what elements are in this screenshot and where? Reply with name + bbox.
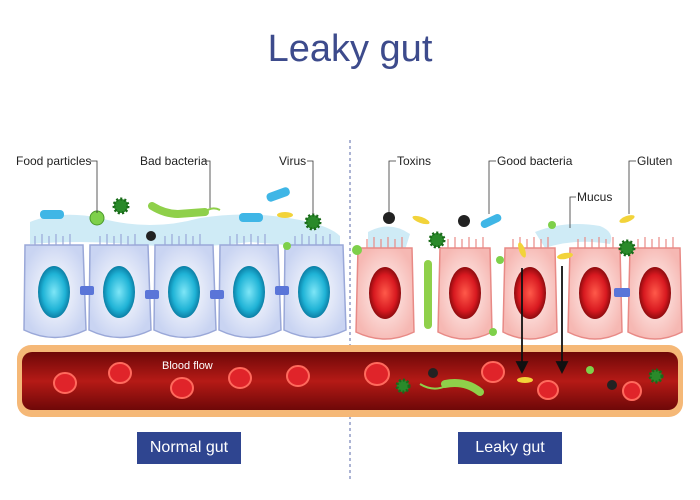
label-toxins: Toxins bbox=[397, 154, 432, 168]
label-gluten: Gluten bbox=[637, 154, 673, 168]
label-mucus: Mucus bbox=[577, 190, 613, 204]
label-food-particles: Food particles bbox=[16, 154, 92, 168]
leak-arrows bbox=[515, 266, 569, 375]
epithelial-cell bbox=[88, 244, 152, 339]
epithelial-cell bbox=[627, 247, 683, 340]
epithelial-cell bbox=[502, 247, 558, 340]
red-blood-cell bbox=[364, 362, 390, 386]
epithelial-cell bbox=[567, 247, 623, 340]
caption-normal-gut: Normal gut bbox=[137, 432, 241, 464]
leader-gluten bbox=[628, 160, 636, 214]
tight-junction bbox=[275, 286, 289, 295]
epithelial-cell bbox=[437, 247, 493, 340]
epithelial-cell bbox=[355, 247, 415, 340]
red-blood-cell bbox=[622, 381, 642, 401]
good-bacteria-icon bbox=[480, 214, 502, 228]
bacteria-icon bbox=[441, 379, 484, 396]
leader-food-particles bbox=[90, 160, 98, 213]
leader-virus bbox=[307, 160, 314, 214]
label-good-bacteria: Good bacteria bbox=[497, 154, 573, 168]
virus-icon bbox=[395, 378, 411, 394]
food-particle-icon bbox=[266, 187, 290, 202]
virus-icon bbox=[648, 368, 664, 384]
tight-junctions-normal bbox=[80, 286, 289, 299]
diagram-title: Leaky gut bbox=[267, 28, 433, 70]
microvilli-normal bbox=[34, 234, 331, 245]
red-blood-cell bbox=[481, 361, 505, 383]
red-blood-cell bbox=[170, 377, 194, 399]
toxin-icon bbox=[428, 368, 438, 378]
leader-mucus bbox=[569, 196, 576, 228]
gluten-icon bbox=[412, 215, 430, 225]
red-blood-cells-normal bbox=[53, 362, 310, 399]
leaky-gut-epithelium bbox=[352, 212, 683, 375]
food-particle-icon bbox=[548, 221, 556, 229]
leader-good-bacteria bbox=[488, 160, 496, 214]
food-particle-icon bbox=[89, 210, 105, 226]
toxin-icon bbox=[383, 212, 395, 224]
red-blood-cell bbox=[53, 372, 77, 394]
bacteria-icon bbox=[148, 202, 209, 219]
virus-icon bbox=[304, 213, 322, 231]
normal-gut-epithelium bbox=[23, 187, 347, 339]
food-particle-icon bbox=[586, 366, 594, 374]
food-particle-icon bbox=[40, 210, 64, 219]
toxin-icon bbox=[458, 215, 470, 227]
vessel-pathogens bbox=[395, 366, 664, 396]
food-particle-icon bbox=[489, 328, 497, 336]
gluten-icon bbox=[277, 212, 293, 218]
epithelial-cell bbox=[23, 244, 87, 339]
virus-icon bbox=[618, 239, 636, 257]
arrow-head-icon bbox=[515, 361, 529, 375]
gluten-icon bbox=[517, 377, 533, 383]
normal-cells bbox=[23, 244, 347, 339]
tight-junction bbox=[614, 288, 630, 297]
gluten-icon bbox=[619, 215, 635, 223]
red-blood-cell bbox=[228, 367, 252, 389]
epithelial-cell bbox=[283, 244, 347, 339]
epithelial-cell bbox=[218, 244, 282, 339]
food-particle-icon bbox=[239, 213, 263, 222]
toxin-icon bbox=[607, 380, 617, 390]
mucus-layer-leaky bbox=[368, 226, 410, 250]
label-blood-flow: Blood flow bbox=[162, 360, 213, 372]
virus-icon bbox=[428, 231, 446, 249]
gluten-icon bbox=[557, 252, 573, 260]
microvilli-leaky bbox=[366, 237, 674, 248]
bacteria-icon bbox=[419, 383, 447, 390]
arrow-head-icon bbox=[555, 361, 569, 375]
food-particle-icon bbox=[352, 245, 362, 255]
food-particle-icon bbox=[283, 242, 291, 250]
toxin-icon bbox=[146, 231, 156, 241]
red-blood-cells-leaky bbox=[364, 361, 642, 401]
tight-junction bbox=[80, 286, 94, 295]
label-leaders bbox=[90, 160, 636, 228]
label-virus: Virus bbox=[279, 154, 307, 168]
label-bad-bacteria: Bad bacteria bbox=[140, 154, 208, 168]
tight-junction bbox=[145, 290, 159, 299]
gluten-icon bbox=[518, 242, 526, 258]
leaky-cells bbox=[355, 247, 683, 340]
red-blood-cell bbox=[108, 362, 132, 384]
food-particle-icon bbox=[496, 256, 504, 264]
epithelial-cell bbox=[153, 244, 217, 339]
virus-icon bbox=[112, 197, 130, 215]
caption-leaky-gut: Leaky gut bbox=[458, 432, 562, 464]
mucus-layer-leaky-2 bbox=[535, 224, 612, 248]
leader-bad-bacteria bbox=[203, 160, 211, 208]
red-blood-cell bbox=[286, 365, 310, 387]
tight-junction bbox=[210, 290, 224, 299]
red-blood-cell bbox=[537, 380, 559, 400]
leader-toxins bbox=[388, 160, 396, 212]
